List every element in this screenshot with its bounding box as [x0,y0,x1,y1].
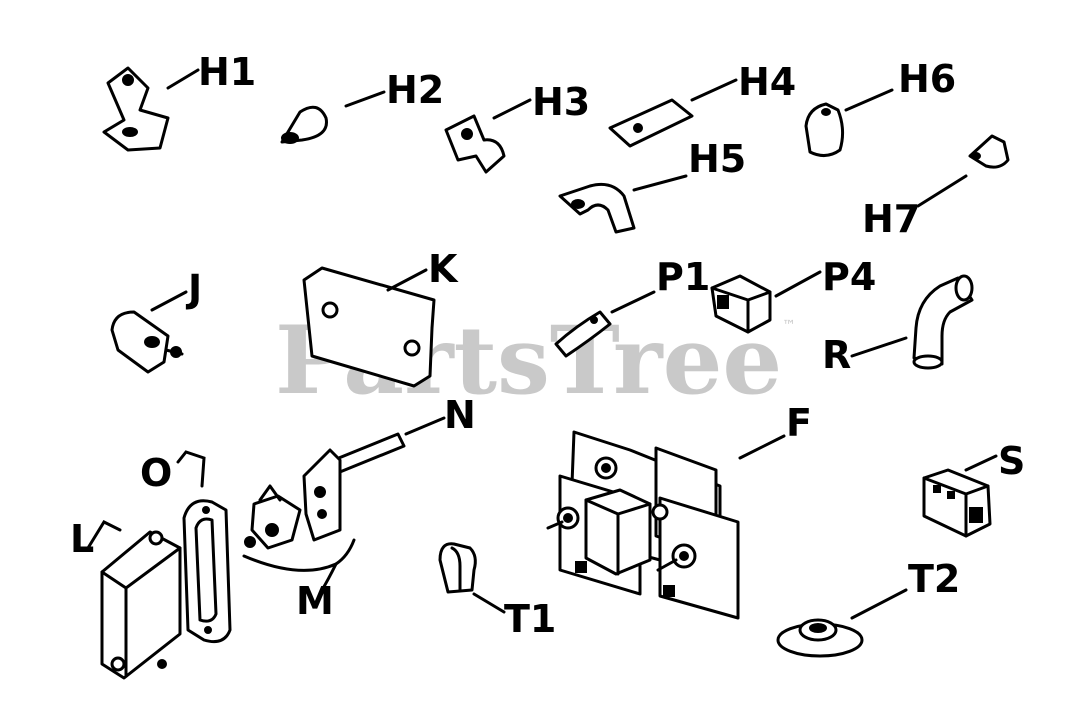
part-t1[interactable]: T1 [438,542,556,641]
label-p4: P4 [822,255,876,299]
part-p4[interactable]: P4 [710,255,876,334]
part-l[interactable]: L [70,517,182,680]
part-k[interactable]: K [302,247,459,388]
label-h3: H3 [532,80,590,124]
part-s[interactable]: S [922,439,1025,538]
label-h4: H4 [738,60,796,104]
part-f[interactable]: F [546,401,812,620]
label-h6: H6 [898,57,956,101]
part-o[interactable]: O [140,450,232,644]
label-j: J [185,267,202,311]
part-m[interactable]: M [242,448,356,623]
label-o: O [140,451,172,495]
label-m: M [296,579,334,623]
label-h7: H7 [862,197,920,241]
label-s: S [998,439,1025,483]
label-f: F [786,401,812,445]
part-h3[interactable]: H3 [444,80,590,174]
part-p1[interactable]: P1 [554,255,710,358]
part-h2[interactable]: H2 [280,68,444,144]
label-k: K [428,247,459,291]
part-h4[interactable]: H4 [608,60,796,148]
part-h7[interactable]: H7 [862,134,1010,241]
part-r[interactable]: R [822,274,974,377]
label-t2: T2 [908,557,960,601]
label-n: N [444,393,476,437]
label-h2: H2 [386,68,444,112]
part-h1[interactable]: H1 [102,50,256,152]
label-r: R [822,333,851,377]
part-h5[interactable]: H5 [558,137,746,234]
watermark-trademark: ™ [782,318,796,334]
part-h6[interactable]: H6 [804,57,956,157]
part-n[interactable]: N [322,393,476,478]
label-t1: T1 [504,597,556,641]
label-p1: P1 [656,255,710,299]
label-l: L [70,517,94,561]
part-j[interactable]: J [110,267,202,374]
part-t2[interactable]: T2 [776,557,960,658]
label-h1: H1 [198,50,256,94]
label-h5: H5 [688,137,746,181]
